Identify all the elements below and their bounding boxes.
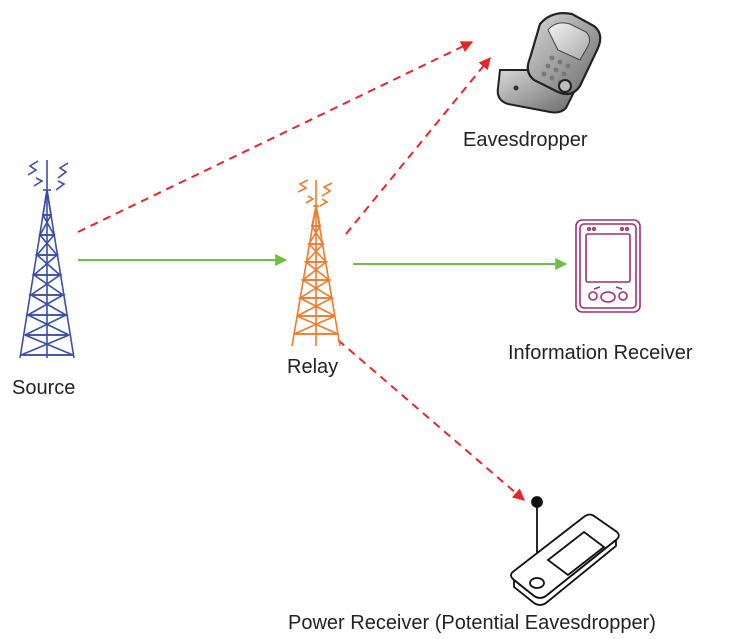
- eavesdropper-phone-icon: [496, 12, 602, 114]
- link-source-eavesdropper: [77, 41, 474, 233]
- source-label: Source: [12, 377, 76, 399]
- link-relay-power-receiver: [337, 339, 525, 501]
- relay-label: Relay: [287, 356, 339, 378]
- power-receiver-device-icon: [510, 496, 620, 606]
- link-relay-eavesdropper: [345, 57, 491, 235]
- eavesdropper-label: Eavesdropper: [463, 129, 588, 151]
- information-receiver-pda-icon: [575, 219, 641, 313]
- relay-tower-icon: [291, 179, 341, 347]
- power-receiver-label: Power Receiver (Potential Eavesdropper): [288, 612, 656, 634]
- information-receiver-label: Information Receiver: [508, 342, 693, 364]
- source-tower-icon: [19, 160, 75, 359]
